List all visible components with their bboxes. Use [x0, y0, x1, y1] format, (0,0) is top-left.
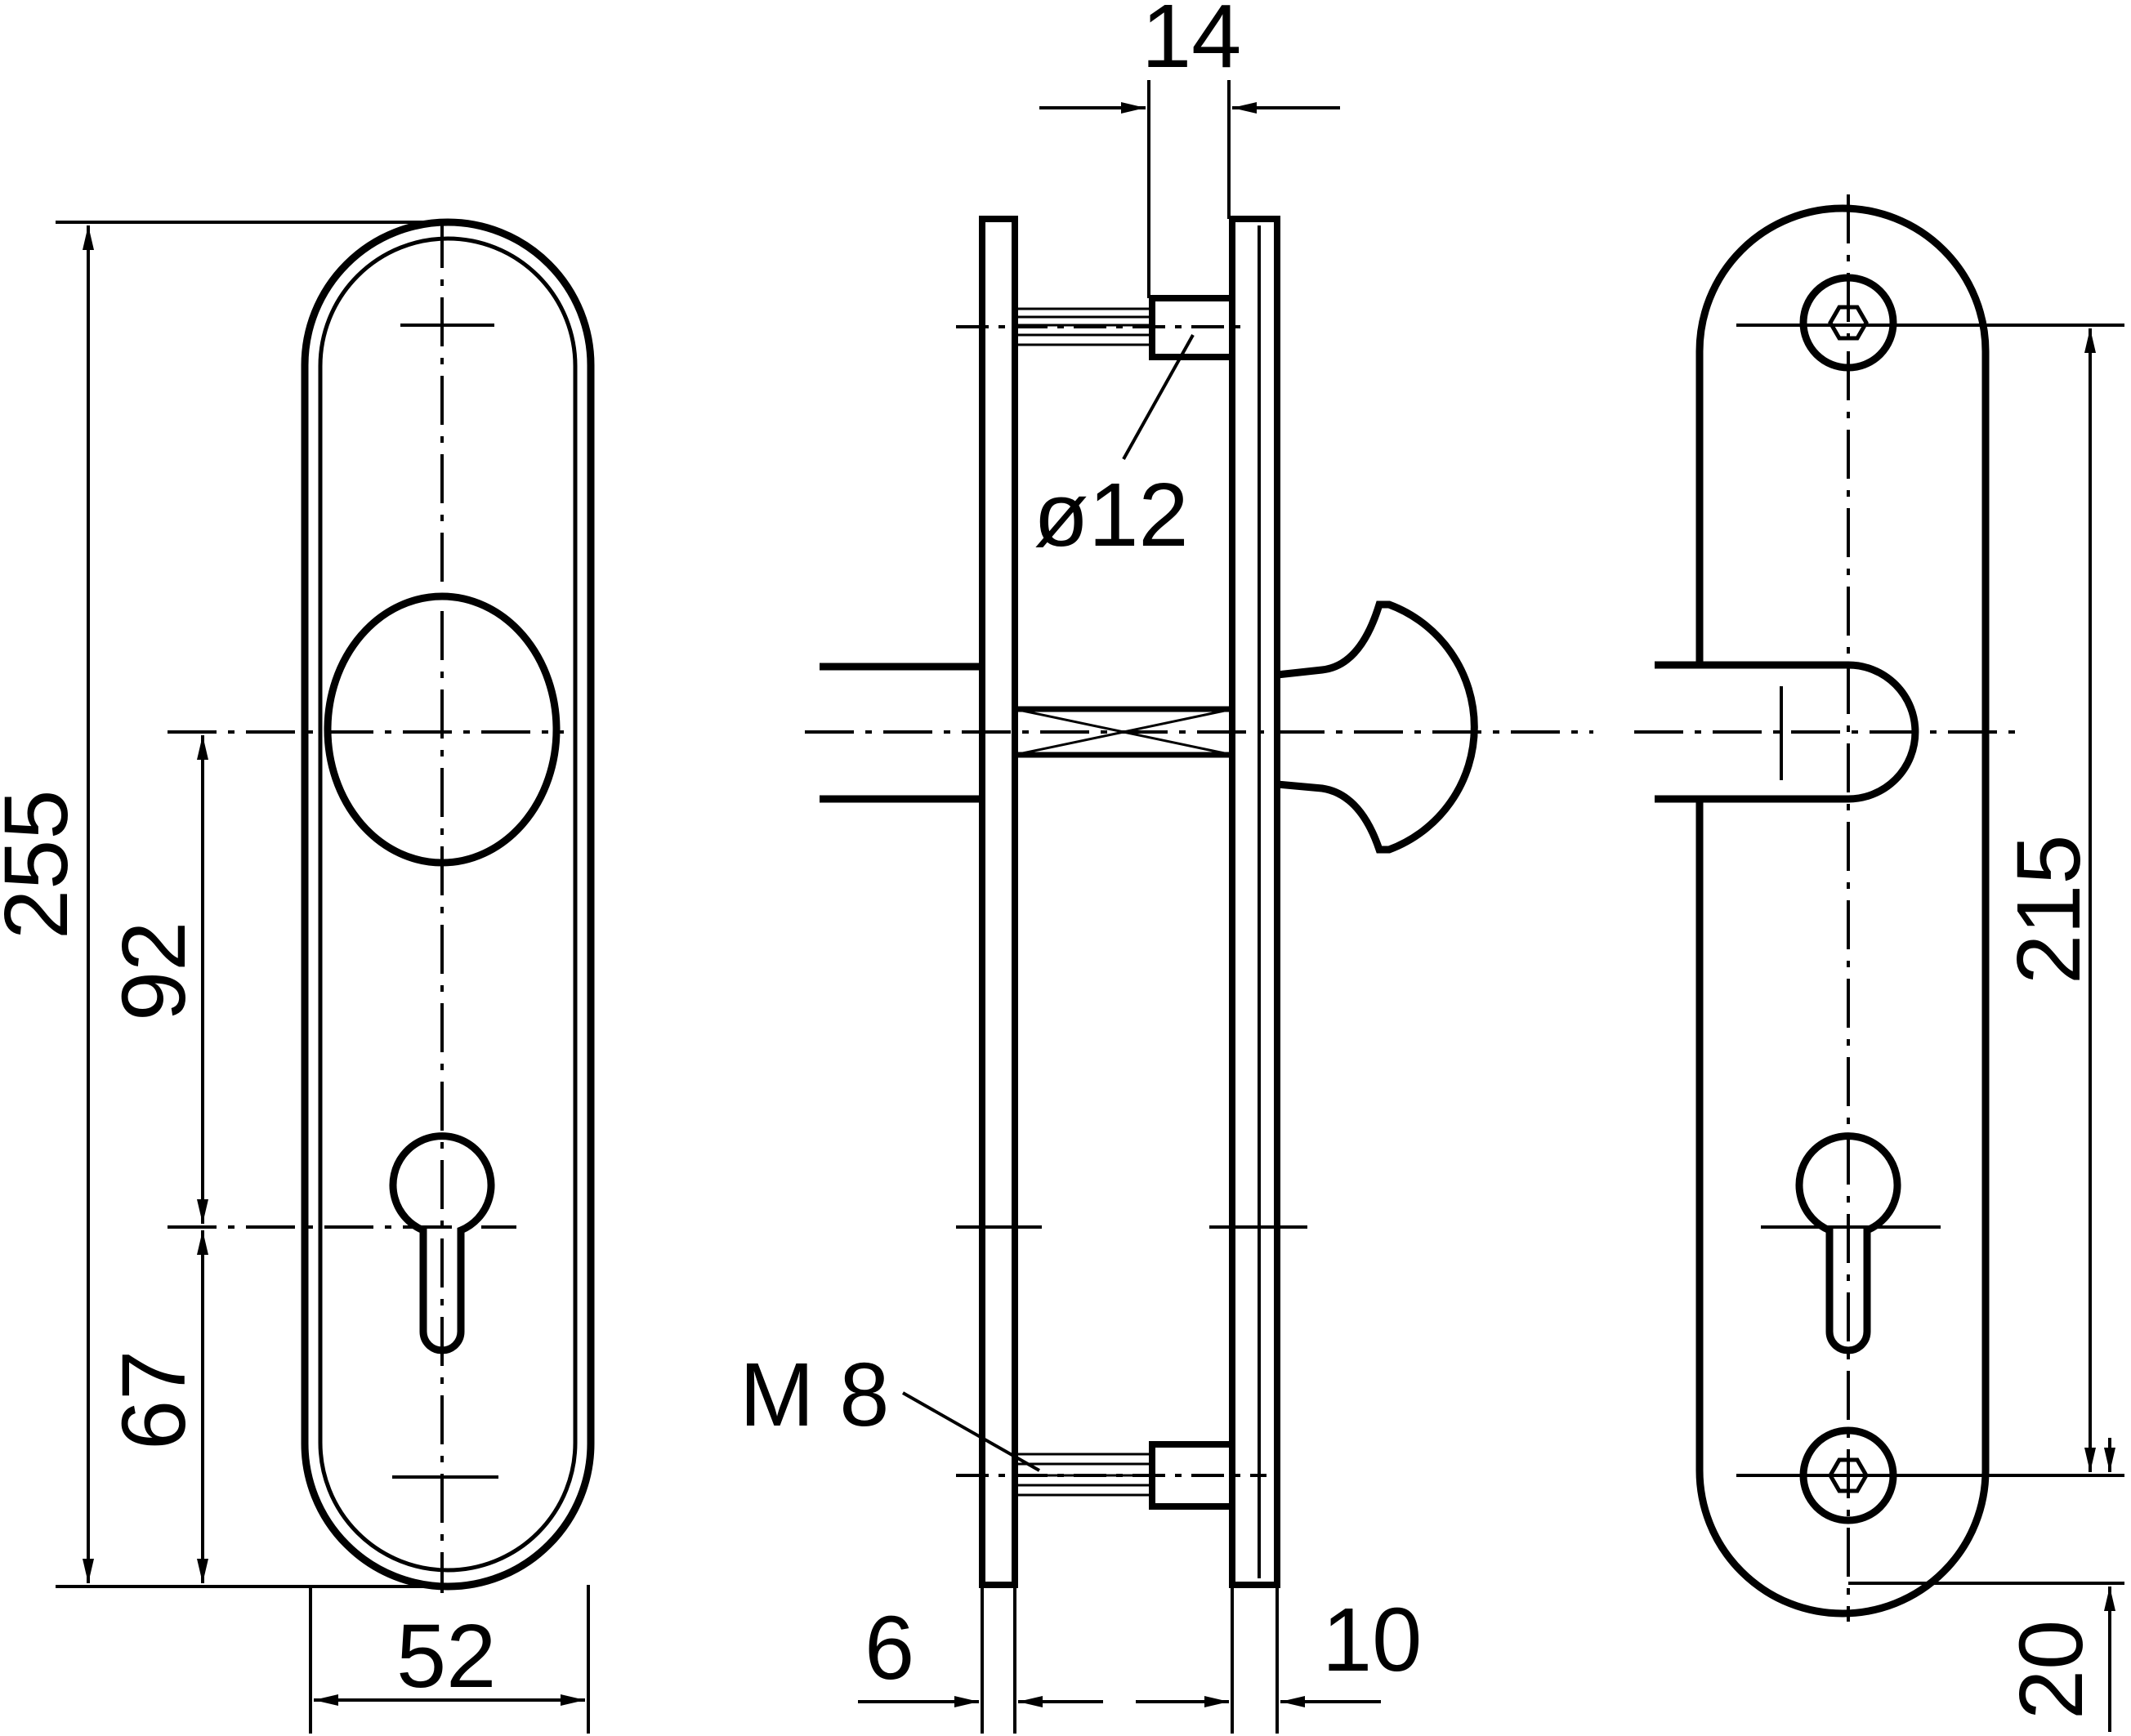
fixed-knob [1276, 600, 1478, 854]
dim-thread-label: M 8 [739, 1345, 889, 1445]
dim-52-label: 52 [396, 1606, 496, 1707]
inner-plate-side [979, 216, 1018, 1588]
leader-thread [902, 1391, 1040, 1472]
back-cylinder-keyhole [1795, 1132, 1901, 1354]
side-view [805, 216, 1593, 1588]
back-plate-outline [1695, 204, 1990, 1618]
side-view-dimensions [858, 80, 1381, 1734]
dim-10-label: 10 [1322, 1590, 1422, 1690]
handle-rose [324, 592, 561, 867]
dim-diameter-12-label: ø12 [1034, 465, 1189, 565]
dim-215-label: 215 [1999, 834, 2099, 984]
front-view-dimensions [56, 221, 590, 1734]
back-view-dimensions [1848, 324, 2124, 1732]
dim-20-label: 20 [2001, 1620, 2102, 1720]
leader-diameter [1122, 334, 1195, 460]
dim-255-label: 255 [0, 789, 87, 939]
dim-92-label: 92 [104, 922, 204, 1021]
dim-67-label: 67 [104, 1350, 204, 1450]
outer-plate-side [1229, 216, 1280, 1588]
inner-plate-outline [318, 236, 578, 1573]
dim-6-label: 6 [864, 1598, 914, 1698]
back-view [1634, 194, 2018, 1622]
dim-14-label: 14 [1141, 0, 1241, 87]
hex-socket-top-icon [1828, 305, 1869, 341]
screw-hole-top [1799, 274, 1897, 372]
front-view [168, 218, 595, 1593]
outer-plate-outline [301, 218, 595, 1591]
cylinder-keyhole [389, 1132, 495, 1354]
